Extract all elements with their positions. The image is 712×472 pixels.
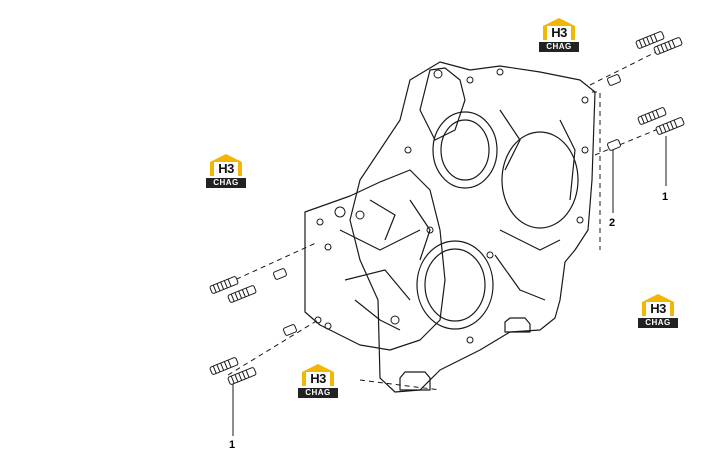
rib-c (354, 299, 401, 331)
watermark-logo-bottom: H3 CHAG (298, 364, 338, 400)
rib-b (344, 269, 411, 301)
foot-left (399, 371, 431, 391)
watermark-letters: H3 (310, 371, 326, 386)
axis-bolt-upper-left (227, 241, 319, 284)
rib-i (369, 199, 396, 241)
housing-holes (314, 68, 589, 344)
rib-d (499, 229, 561, 251)
watermark-bar: CHAG (638, 318, 678, 328)
watermark-logo-top: H3 CHAG (539, 18, 579, 54)
upper-bore (432, 111, 498, 189)
top-flange (419, 67, 466, 141)
house-roof-icon (210, 154, 242, 176)
bolts-left (209, 276, 257, 385)
watermark-letters: H3 (650, 301, 666, 316)
watermark-bar: CHAG (539, 42, 579, 52)
house-roof-icon (543, 18, 575, 40)
housing-back-plate (349, 61, 596, 393)
watermark-letters: H3 (551, 25, 567, 40)
watermark-bar: CHAG (298, 388, 338, 398)
watermark-bar: CHAG (206, 178, 246, 188)
right-bore (501, 131, 579, 229)
house-roof-icon (642, 294, 674, 316)
callout-bolt-right: 1 (662, 191, 669, 203)
watermark-logo-left: H3 CHAG (206, 154, 246, 190)
lower-bore (416, 240, 494, 330)
watermark-letters: H3 (218, 161, 234, 176)
foot-right (504, 317, 531, 333)
house-roof-icon (302, 364, 334, 386)
rib-e (494, 254, 546, 301)
callout-dowel-right: 2 (609, 217, 616, 229)
upper-bore-inner (440, 119, 490, 181)
dowels-right (607, 74, 621, 151)
callout-bolt-left: 1 (229, 439, 236, 451)
rib-a (339, 229, 421, 251)
rib-f (499, 109, 521, 171)
hidden-edge-right (592, 91, 601, 250)
rib-h (409, 199, 431, 261)
watermark-logo-right: H3 CHAG (638, 294, 678, 330)
lower-bore-inner (424, 248, 486, 322)
rib-g (559, 119, 576, 201)
hidden-edge-bottom (359, 379, 441, 391)
bolts-right (635, 31, 685, 135)
dowels-left (273, 268, 297, 336)
